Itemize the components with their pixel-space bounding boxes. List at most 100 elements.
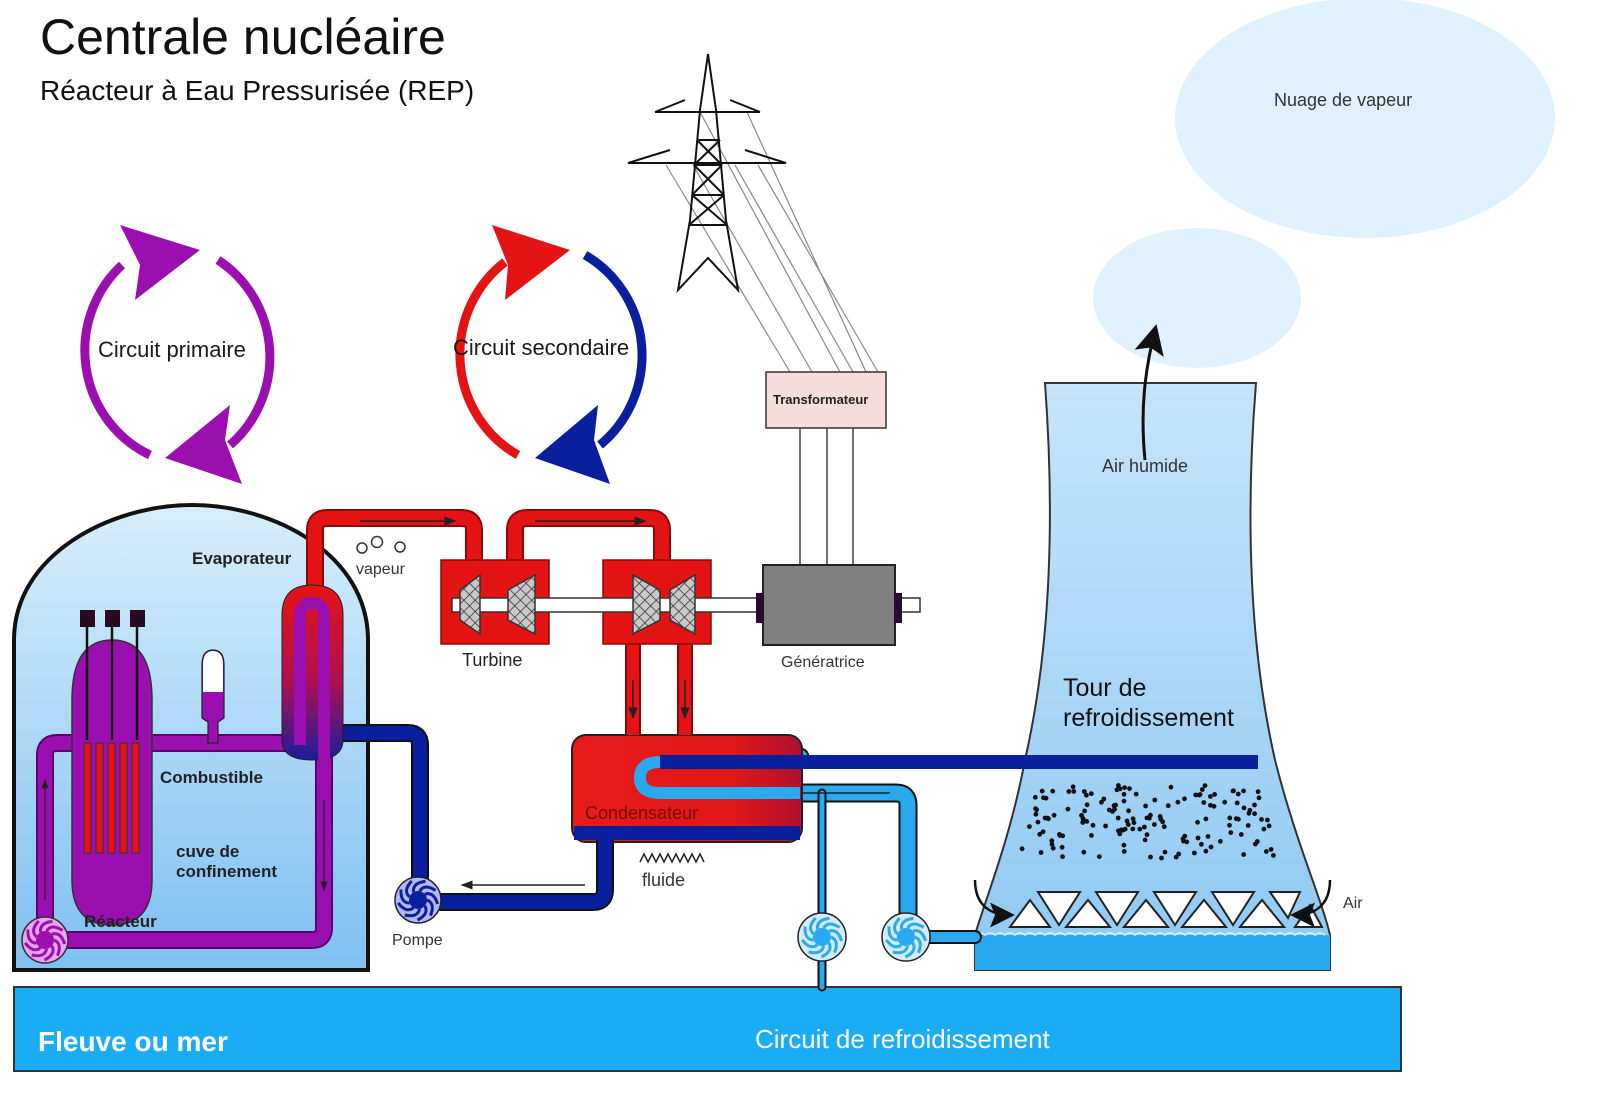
water-droplet [1144, 815, 1150, 821]
water-droplet [1117, 786, 1123, 792]
pump-vane [405, 879, 413, 899]
page-subtitle: Réacteur à Eau Pressurisée (REP) [40, 75, 475, 106]
water-droplet [1027, 824, 1032, 829]
water-droplet [1127, 786, 1132, 791]
water-droplet [1259, 817, 1264, 822]
water-droplet [1199, 787, 1205, 792]
water-droplet [1233, 816, 1239, 822]
water-droplet [1079, 813, 1084, 818]
water-droplet [1265, 817, 1270, 823]
water-droplet [1263, 849, 1269, 854]
water-droplet [1039, 788, 1045, 794]
cooling-pump-1-icon [797, 912, 847, 962]
pump-vane [426, 898, 434, 917]
water-droplet [1032, 794, 1038, 800]
water-droplet [1182, 796, 1187, 802]
pylon-icon [627, 53, 787, 294]
pump-vane [808, 945, 826, 955]
pump-vane [38, 919, 53, 933]
pump-vane [904, 942, 916, 959]
pump-vane [912, 929, 928, 942]
water-droplet [1081, 849, 1087, 855]
water-droplet [1125, 822, 1131, 827]
water-droplet [1268, 847, 1274, 852]
water-droplet [1256, 795, 1262, 801]
pump-vane [899, 916, 914, 930]
pump-vane [822, 922, 841, 930]
water-droplet [1252, 811, 1257, 817]
condenser-label: Condensateur [585, 803, 699, 823]
water-droplet [1049, 841, 1055, 847]
water-droplet [1175, 799, 1181, 805]
generator-label: Génératrice [781, 654, 865, 671]
air-in-arrow-left [973, 879, 1015, 928]
control-rods [80, 610, 145, 740]
pump-vane [820, 942, 832, 959]
water-droplet [1121, 849, 1127, 854]
water-droplet [1106, 807, 1112, 813]
generator-bearing-right [894, 593, 902, 623]
water-droplet [1040, 829, 1046, 835]
water-droplet [1193, 792, 1199, 798]
pump-vane [424, 892, 440, 905]
pump-vane [884, 938, 903, 949]
pump-vane [893, 916, 901, 936]
water-droplet [1034, 807, 1039, 813]
water-droplet [1205, 834, 1211, 839]
water-droplet [1133, 791, 1139, 797]
pump-vane [411, 879, 426, 893]
pump-vane [51, 932, 67, 945]
turbine-label: Turbine [462, 650, 523, 670]
water-droplet [1050, 788, 1056, 794]
feedwater-pipes [340, 724, 614, 911]
pump-vane [914, 935, 922, 954]
pump-vane [809, 916, 817, 936]
river-band [13, 986, 1402, 1072]
water-droplet [1089, 833, 1094, 838]
water-droplet [1201, 800, 1207, 805]
water-droplet [1049, 838, 1055, 844]
condenser-coil [633, 756, 800, 799]
water-droplet [1130, 816, 1136, 822]
pump-vane [45, 925, 64, 933]
power-lines [665, 111, 879, 373]
water-droplet [1241, 852, 1246, 857]
water-droplet [1162, 849, 1168, 855]
water-droplet [1131, 820, 1137, 826]
tower-fill-lattice [1008, 891, 1324, 928]
cooling-pump-2-icon [881, 912, 931, 962]
water-droplet [1168, 784, 1174, 790]
pump-vane [53, 938, 61, 957]
secondary-cycle-blue-arc [582, 251, 647, 449]
pump-vane [26, 929, 37, 945]
vapour-cloud-label: Nuage de vapeur [1274, 90, 1413, 110]
water-droplet [1143, 803, 1148, 809]
water-droplet [1255, 789, 1261, 795]
water-droplet [1130, 826, 1136, 832]
water-droplet [1203, 848, 1209, 854]
pump-vane [892, 945, 910, 955]
water-droplet [1261, 826, 1267, 832]
water-droplet [1148, 854, 1153, 860]
tower-basin-water [975, 935, 1330, 970]
water-droplet [1142, 837, 1148, 843]
evaporator-u-tube [294, 596, 330, 930]
primary-pump-icon [21, 916, 69, 964]
transformer-box [765, 371, 887, 429]
secondary-cycle-red-arc [455, 258, 521, 459]
water-droplet [1266, 823, 1272, 829]
water-droplet [1252, 802, 1257, 808]
water-droplet [1173, 854, 1179, 860]
water-droplet [1137, 826, 1143, 832]
water-droplet [1033, 811, 1039, 817]
water-droplet [1041, 795, 1046, 801]
generator-box [762, 564, 896, 646]
water-droplet [1241, 805, 1247, 811]
water-droplet [1084, 802, 1090, 808]
air-label: Air [1343, 895, 1363, 912]
water-droplet [1235, 791, 1241, 797]
water-droplet [1037, 831, 1043, 837]
pump-vane [416, 905, 428, 922]
cooling-tower-label-line1: Tour de [1063, 674, 1147, 702]
